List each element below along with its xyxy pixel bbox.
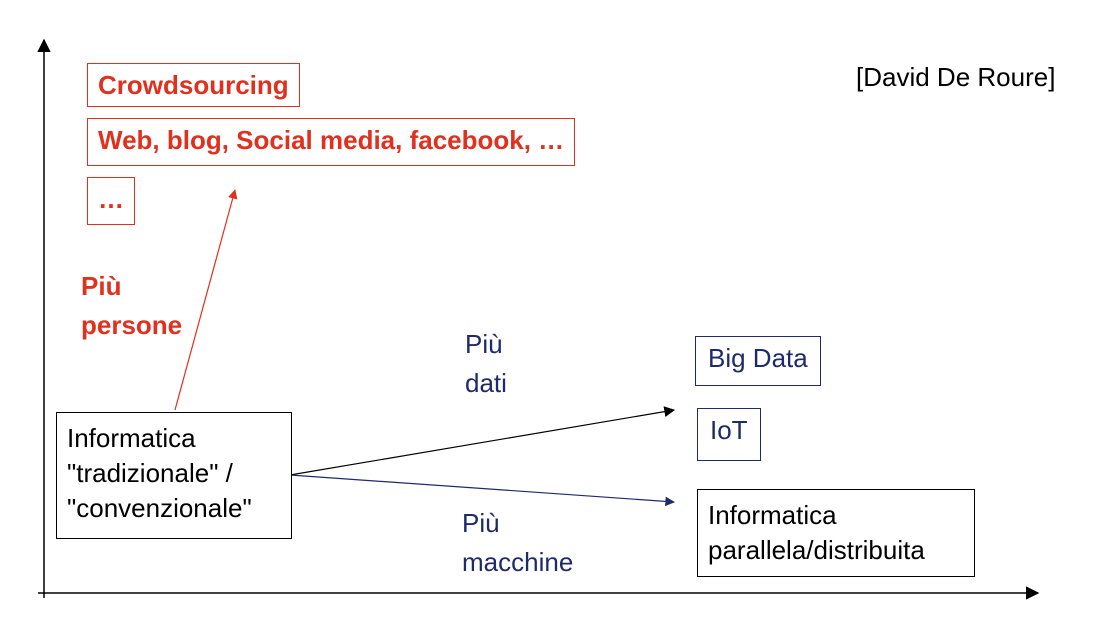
origin-box: Informatica "tradizionale" / "convenzion… xyxy=(56,412,292,539)
data-label-line-2: dati xyxy=(465,368,507,398)
parallel-distributed-box: Informatica parallela/distribuita xyxy=(697,489,975,577)
data-label: Più dati xyxy=(465,325,507,403)
origin-line-2: "tradizionale" / xyxy=(67,458,233,489)
people-label-line-1: Più xyxy=(81,271,122,301)
data-label-line-1: Più xyxy=(465,329,503,359)
origin-line-1: Informatica xyxy=(67,423,196,453)
machines-label: Più macchine xyxy=(462,504,573,582)
people-label: Più persone xyxy=(81,267,182,345)
machines-arrow xyxy=(289,474,675,507)
crowdsourcing-box: Crowdsourcing xyxy=(87,63,300,107)
big-data-box: Big Data xyxy=(695,336,821,386)
machines-label-line-1: Più xyxy=(462,508,500,538)
people-label-line-2: persone xyxy=(81,310,183,340)
machines-label-line-2: macchine xyxy=(462,547,574,577)
ellipsis-box: … xyxy=(87,177,135,225)
citation: [David De Roure] xyxy=(856,62,1056,92)
people-arrow xyxy=(174,189,238,411)
data-arrow xyxy=(289,406,676,476)
machines-box-line-2: parallela/distribuita xyxy=(708,535,925,566)
iot-box: IoT xyxy=(697,408,761,461)
origin-line-3: "convenzionale" xyxy=(67,493,252,524)
web-social-box: Web, blog, Social media, facebook, … xyxy=(87,118,576,166)
machines-box-line-1: Informatica xyxy=(708,500,837,530)
